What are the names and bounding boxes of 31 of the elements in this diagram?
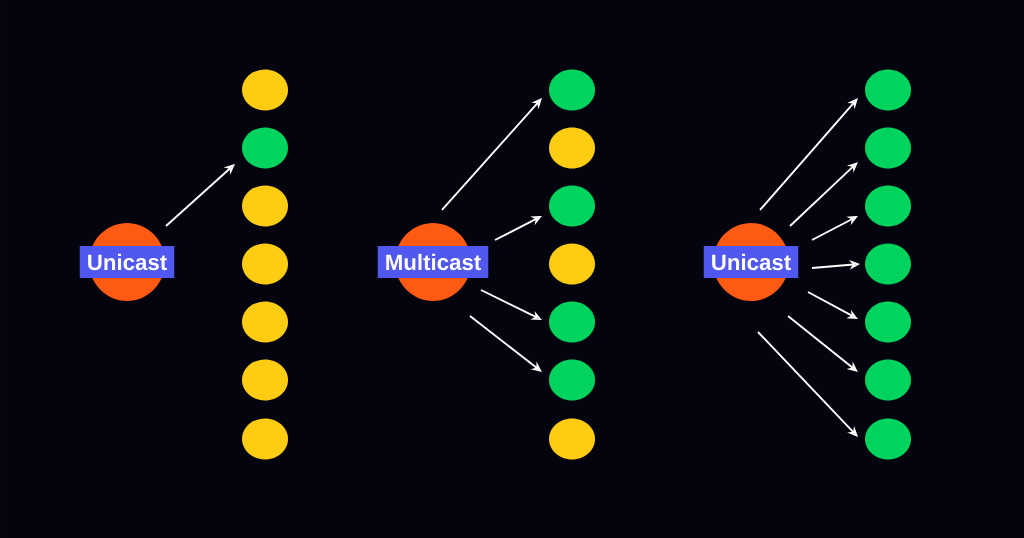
- dot: [865, 69, 911, 111]
- dot: [242, 359, 288, 401]
- dot: [865, 359, 911, 401]
- dot: [242, 127, 288, 169]
- label-box: Unicast: [79, 246, 175, 278]
- arrow: [165, 164, 235, 227]
- dot: [865, 185, 911, 227]
- dot: [549, 127, 595, 169]
- arrow: [787, 315, 858, 372]
- dot: [549, 69, 595, 111]
- arrow: [789, 162, 858, 227]
- dot: [549, 418, 595, 460]
- dot: [549, 359, 595, 401]
- dot: [549, 243, 595, 285]
- arrow: [757, 331, 858, 437]
- dot: [865, 127, 911, 169]
- label-box: Unicast: [703, 246, 799, 278]
- arrow: [441, 98, 542, 211]
- dot: [242, 243, 288, 285]
- dot: [242, 185, 288, 227]
- dot: [549, 185, 595, 227]
- dot: [865, 418, 911, 460]
- dot: [865, 301, 911, 343]
- label-box: Multicast: [377, 246, 489, 278]
- dot: [242, 301, 288, 343]
- dot: [242, 418, 288, 460]
- dot: [865, 243, 911, 285]
- arrow: [469, 315, 542, 372]
- arrow: [759, 98, 858, 211]
- dot: [242, 69, 288, 111]
- dot: [549, 301, 595, 343]
